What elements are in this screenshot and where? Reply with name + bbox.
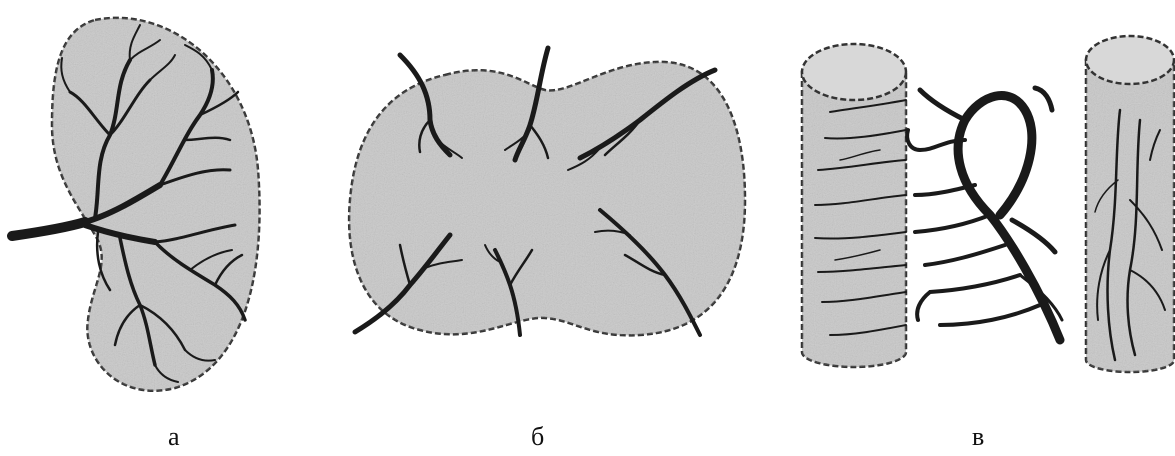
panel-b-caption: б [531, 424, 544, 450]
panel-v-cylinders [802, 36, 1174, 372]
right-cylinder [1086, 36, 1174, 372]
panel-v-caption: в [972, 424, 984, 450]
panel-b-bilobed-organ [349, 48, 745, 335]
panel-a-kidney [12, 18, 260, 391]
panel-a-caption: а [168, 424, 180, 450]
